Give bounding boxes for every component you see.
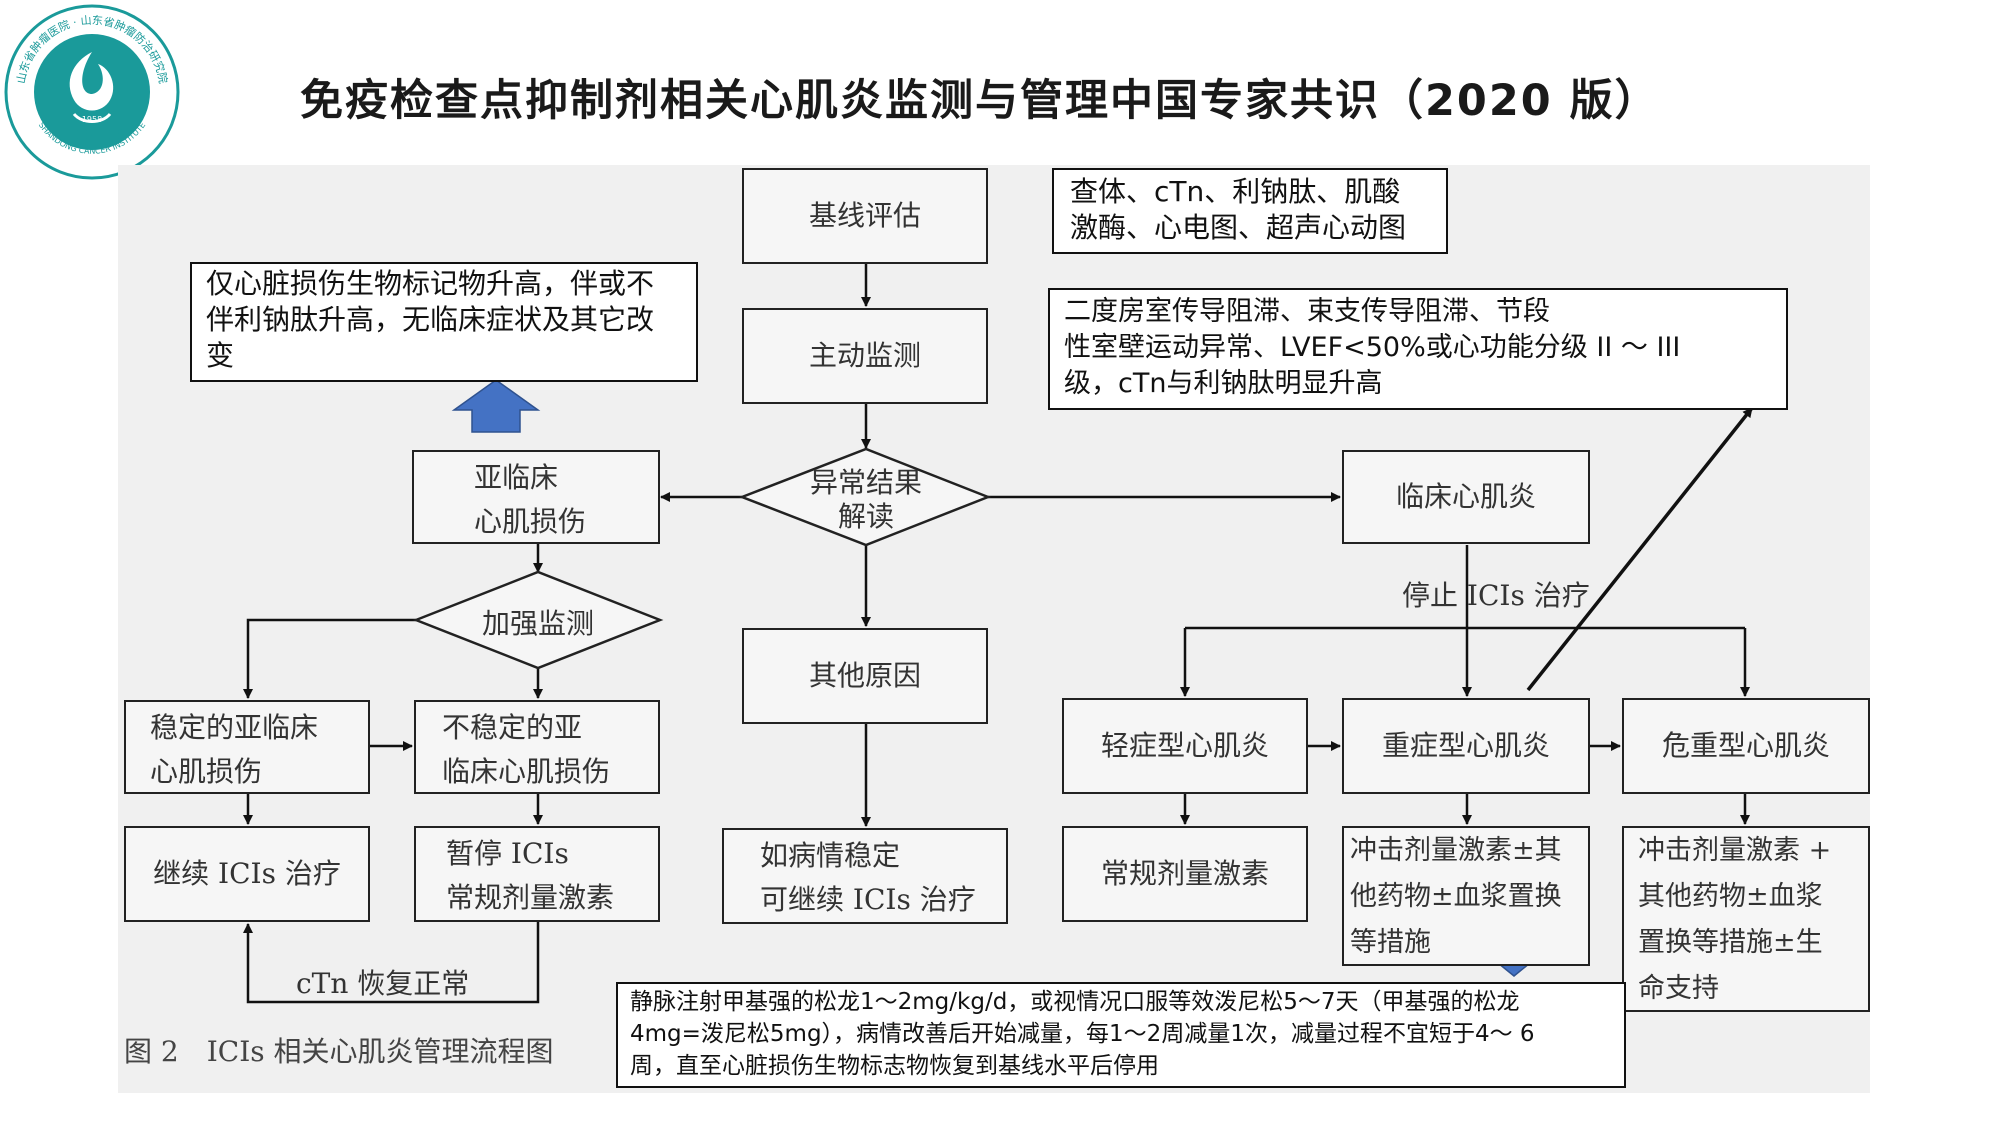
- box-baseline: 基线评估: [742, 168, 988, 264]
- pointer-to-severe-definition: [1526, 406, 1754, 692]
- box-continue-ici: 继续 ICIs 治疗: [124, 826, 370, 922]
- box-other-causes: 其他原因: [742, 628, 988, 724]
- box-mild-myocarditis: 轻症型心肌炎: [1062, 698, 1308, 794]
- box-critical-myocarditis: 危重型心肌炎: [1622, 698, 1870, 794]
- box-severe-myocarditis: 重症型心肌炎: [1342, 698, 1590, 794]
- page-title: 免疫检查点抑制剂相关心肌炎监测与管理中国专家共识（2020 版）: [300, 76, 1660, 126]
- figure-caption: 图 2 ICIs 相关心肌炎管理流程图: [124, 1035, 554, 1068]
- decision-diamond-enhance: [412, 570, 664, 670]
- box-active-monitoring: 主动监测: [742, 308, 988, 404]
- box-pause-ici: 暂停 ICIs 常规剂量激素: [414, 826, 660, 922]
- decision-diamond-abnormal: [738, 447, 992, 547]
- box-severe-treatment: 冲击剂量激素±其 他药物±血浆置换 等措施: [1342, 826, 1590, 966]
- label-stop-ici: 停止 ICIs 治疗: [1402, 579, 1590, 612]
- svg-text:1958: 1958: [82, 115, 102, 124]
- hospital-logo: 山东省肿瘤医院 · 山东省肿瘤防治研究院 SHANDONG CANCER INS…: [2, 2, 182, 182]
- box-subclinical: 亚临床 心肌损伤: [412, 450, 660, 544]
- box-routine-steroid: 常规剂量激素: [1062, 826, 1308, 922]
- arrow-recovery-loop: [243, 922, 540, 1004]
- note-steroid-regimen: 静脉注射甲基强的松龙1～2mg/kg/d，或视情况口服等效泼尼松5～7天（甲基强…: [616, 982, 1626, 1088]
- box-if-stable: 如病情稳定 可继续 ICIs 治疗: [722, 828, 1008, 924]
- label-ctn-recovery: cTn 恢复正常: [296, 967, 470, 1000]
- blue-up-arrow: [451, 379, 541, 433]
- arrow-enhance-to-stable: [243, 618, 416, 699]
- box-stable-subclinical: 稳定的亚临床 心肌损伤: [124, 700, 370, 794]
- note-baseline-checks: 查体、cTn、利钠肽、肌酸 激酶、心电图、超声心动图: [1052, 168, 1448, 254]
- note-severe-definition: 二度房室传导阻滞、束支传导阻滞、节段 性室壁运动异常、LVEF<50%或心功能分…: [1048, 288, 1788, 410]
- decision-enhance-label: 加强监测: [481, 607, 594, 640]
- decision-abnormal-label: 异常结果 解读: [809, 466, 922, 533]
- box-unstable-subclinical: 不稳定的亚 临床心肌损伤: [414, 700, 660, 794]
- box-critical-treatment: 冲击剂量激素 + 其他药物±血浆 置换等措施±生 命支持: [1622, 826, 1870, 1012]
- note-subclinical-definition: 仅心脏损伤生物标记物升高，伴或不 伴利钠肽升高，无临床症状及其它改 变: [190, 262, 698, 382]
- box-clinical-myocarditis: 临床心肌炎: [1342, 450, 1590, 544]
